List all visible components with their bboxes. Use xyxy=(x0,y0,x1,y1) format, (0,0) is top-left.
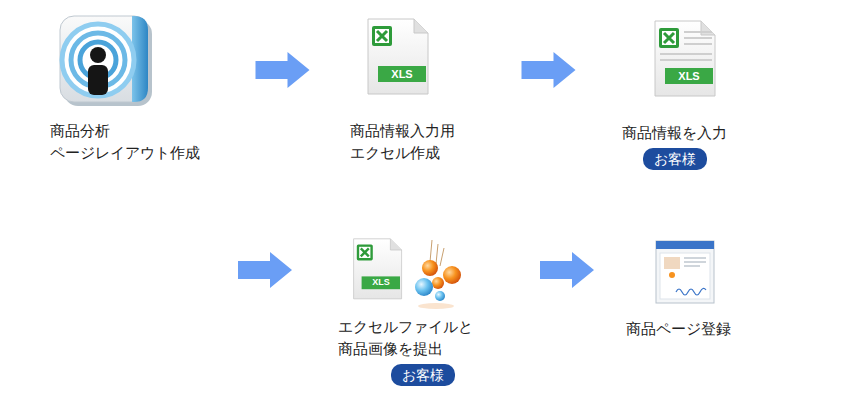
actor-badge: お客様 xyxy=(391,364,455,386)
flow-arrow xyxy=(522,52,576,88)
step-text: 商品ページ登録 xyxy=(626,318,731,340)
process-step: 商品分析 ページレイアウト作成 xyxy=(50,12,215,164)
excel-icon xyxy=(368,19,428,94)
step-text: 商品分析 ページレイアウト作成 xyxy=(50,120,215,164)
web-page-icon xyxy=(656,241,714,303)
actor-badge: お客様 xyxy=(643,148,707,170)
process-step: 商品ページ登録 xyxy=(626,232,731,340)
step-text: 商品情報を入力 xyxy=(622,122,727,144)
badge-text: お客様 xyxy=(402,365,444,385)
excel-and-images-icon xyxy=(354,239,461,309)
file-type-label: XLS xyxy=(665,68,713,84)
step-text: 商品情報入力用 エクセル作成 xyxy=(350,120,475,164)
flow-arrow xyxy=(256,52,310,88)
file-type-label: XLS xyxy=(362,276,400,289)
flow-arrow xyxy=(238,252,292,288)
file-type-label: XLS xyxy=(378,66,426,82)
analysis-icon xyxy=(60,16,152,106)
badge-text: お客様 xyxy=(654,149,696,169)
process-step: 商品情報を入力お客様 xyxy=(622,12,727,170)
flow-arrow xyxy=(540,252,594,288)
process-step: 商品情報入力用 エクセル作成 xyxy=(350,12,475,164)
process-step: エクセルファイルと 商品画像を提出お客様 xyxy=(338,232,508,386)
step-text: エクセルファイルと 商品画像を提出 xyxy=(338,316,508,360)
excel-icon xyxy=(655,21,715,96)
